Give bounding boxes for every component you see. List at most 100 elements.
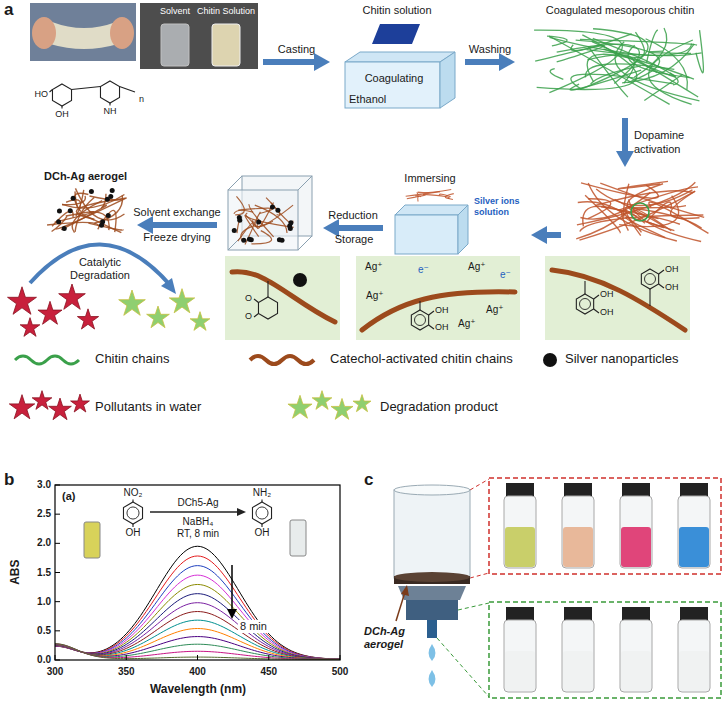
text-holder: OH [435, 305, 449, 316]
label-holder: (a) [62, 490, 75, 503]
arrow-head [227, 609, 237, 619]
ring-bond [252, 502, 271, 524]
box-edge [298, 176, 312, 190]
formula-label: OH [255, 527, 270, 539]
funnel-rim [394, 485, 470, 495]
bath-side [440, 52, 455, 108]
label-holder: n [139, 94, 144, 105]
mesoporous-chitin: Coagulated mesoporous chitin [520, 3, 720, 113]
label-holder: HO [35, 89, 49, 100]
star-symbol [288, 395, 312, 418]
text-holder: Coagulating [365, 72, 424, 85]
node-text: Chitin Solution [197, 6, 255, 17]
silver-particle [99, 223, 104, 228]
hand [110, 17, 134, 49]
fiber [627, 184, 663, 219]
label-holder: Storage [335, 233, 374, 246]
bond [261, 500, 262, 503]
vial-glass [678, 620, 710, 692]
silver-particle [56, 219, 61, 224]
node-text: Solvent [160, 6, 190, 17]
tick-mark [55, 630, 60, 631]
fiber [557, 44, 640, 83]
label-holder: a [4, 0, 13, 20]
fiber [537, 35, 637, 90]
fiber [646, 39, 688, 90]
label-holder: 450 [260, 666, 277, 678]
spectrum-curve [55, 644, 340, 660]
silver-particle [68, 208, 73, 213]
ring-bond [100, 81, 119, 103]
text-holder: Ag⁺ [468, 261, 486, 273]
vials-photo [140, 3, 258, 69]
node-text: Ethanol [349, 93, 386, 106]
label-holder: OH [55, 109, 69, 120]
axis-title: ABS [9, 559, 23, 584]
legend-label: Pollutants in water [95, 399, 201, 415]
aromatic-ring [256, 507, 268, 519]
inset-ground [225, 256, 340, 340]
inset-ground [356, 256, 520, 340]
silver-particle [275, 208, 280, 213]
silver-loaded-chitin [222, 170, 318, 252]
vial-cap [506, 607, 534, 620]
silver-particle [71, 196, 76, 201]
bond [429, 311, 434, 315]
text-holder: OH [665, 282, 679, 293]
node-text: DCh-Ag aerogel [44, 170, 127, 183]
tick-label: 300 [47, 666, 64, 678]
label-holder: Catalytic Degradation [64, 256, 136, 282]
fiber [649, 202, 709, 233]
catechol-inset: OHOHOHOH [545, 256, 690, 340]
aromatic-ring [645, 274, 656, 285]
fiber [585, 64, 674, 78]
silver-particle [293, 273, 307, 287]
box-front [228, 190, 298, 250]
filtration-figure [394, 478, 721, 698]
legend-entry: Catechol-activated chitin chains [330, 351, 513, 367]
legend-label: Silver nanoparticles [565, 351, 678, 367]
label-holder: Solvent exchange [133, 206, 220, 219]
legend-entry: Silver nanoparticles [565, 351, 678, 367]
fiber [418, 196, 421, 201]
node-text: Coagulating [365, 72, 424, 85]
text-holder: e⁻ [500, 269, 511, 281]
chitin-network [534, 28, 703, 104]
node-text: Ag⁺ [468, 261, 486, 273]
silver-nanoparticles [56, 188, 115, 231]
text-holder: Ag⁺ [365, 261, 383, 273]
silver-particle [237, 218, 242, 223]
ring-bond [52, 84, 71, 106]
vial-liquid [505, 527, 535, 567]
star-symbol [353, 395, 371, 412]
legend-entry: Chitin chains [95, 351, 169, 367]
chitin-structure [50, 81, 136, 109]
fiber [52, 216, 67, 231]
node-text: O [245, 293, 252, 304]
aerogel-disc [394, 572, 470, 582]
water-drop [429, 644, 436, 661]
text-holder: OH [600, 307, 614, 318]
text-holder: O [245, 311, 252, 322]
arrow-head [237, 508, 246, 516]
aromatic-ring [127, 507, 139, 519]
node-text: Ag⁺ [486, 304, 504, 316]
bond [267, 281, 268, 297]
water-drop [429, 670, 436, 687]
atom-label: HO [35, 89, 49, 100]
tick-mark [268, 655, 269, 660]
star-symbol [190, 312, 210, 331]
bond [659, 284, 664, 288]
label-holder: DCh5-Ag [177, 497, 218, 509]
quinone-inset: OO [225, 256, 340, 340]
fiber [580, 215, 704, 231]
box-edge [228, 176, 242, 190]
text-holder: Silver ions solution [474, 196, 524, 218]
bond [50, 90, 53, 93]
curved-arrow [30, 244, 170, 285]
tick-label: 400 [189, 666, 206, 678]
arrow-label: Washing [469, 43, 511, 56]
node-text: OH [665, 282, 679, 293]
vial-cap [680, 483, 708, 496]
panel-letter: a [4, 0, 13, 20]
